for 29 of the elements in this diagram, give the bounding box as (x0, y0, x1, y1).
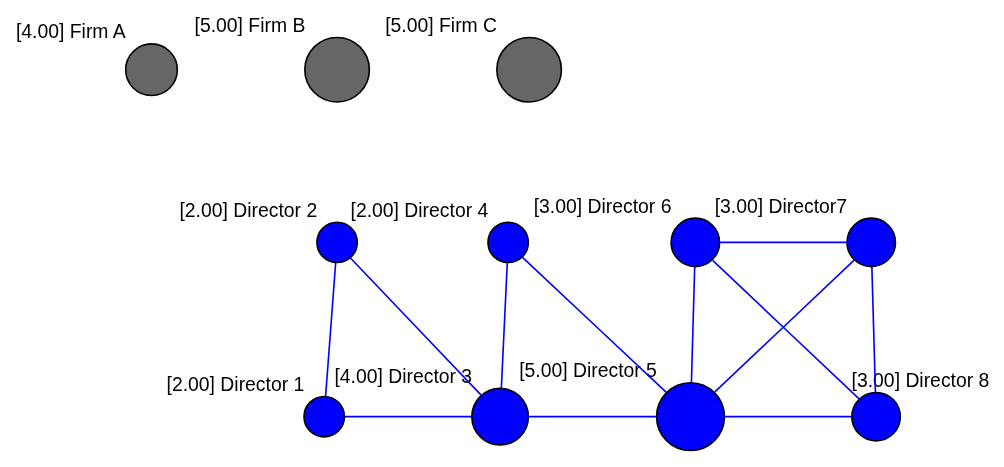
connector (723, 415, 853, 418)
connector (343, 415, 472, 418)
node-label: [3.00] Director 6 (533, 194, 671, 217)
node-circle (315, 221, 358, 264)
node-label: [4.00] Firm A (15, 20, 126, 43)
connector (527, 415, 657, 418)
node-label: [3.00] Director7 (714, 194, 847, 217)
node-circle (470, 387, 529, 446)
connector (349, 257, 482, 396)
connector (718, 241, 848, 244)
node-circle (303, 36, 370, 103)
node-circle (669, 217, 720, 268)
node-label: [2.00] Director 2 (178, 198, 317, 221)
node-circle (655, 381, 725, 452)
connector (521, 256, 667, 393)
node-circle (486, 221, 529, 264)
connector (500, 262, 508, 389)
node-circle (495, 36, 562, 103)
node-label: [2.00] Director 1 (166, 373, 304, 395)
node-label: [5.00] Firm C (384, 13, 497, 36)
node-circle (845, 217, 896, 268)
node-circle (124, 43, 178, 97)
connector (690, 266, 695, 384)
node-label: [5.00] Firm B (194, 13, 305, 36)
connector (870, 266, 876, 394)
connector (324, 262, 336, 398)
node-circle (850, 391, 901, 442)
node-label: [2.00] Director 4 (350, 198, 488, 221)
node-circle (302, 395, 345, 438)
